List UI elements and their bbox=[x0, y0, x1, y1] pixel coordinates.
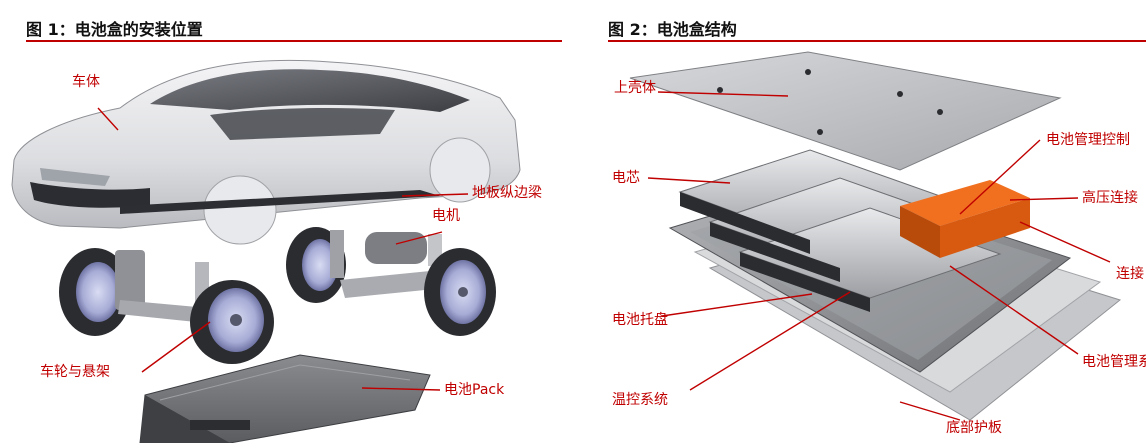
label-bottom-guard: 底部护板 bbox=[946, 420, 1002, 436]
label-bms-control: 电池管理控制 bbox=[1046, 132, 1130, 148]
front-suspension-assembly bbox=[59, 248, 274, 364]
label-battery-pack: 电池Pack bbox=[444, 382, 505, 398]
label-cell: 电芯 bbox=[612, 170, 640, 186]
label-connector: 连接 bbox=[1116, 266, 1144, 282]
rear-suspension-assembly bbox=[286, 227, 496, 336]
label-floor-rail: 地板纵边梁 bbox=[472, 185, 542, 201]
upper-shell-bolts bbox=[717, 69, 943, 135]
figure-1-title: 图 1：电池盒的安装位置 bbox=[26, 20, 203, 39]
figure-2-leaders bbox=[647, 91, 1111, 421]
upper-shell bbox=[629, 51, 1062, 171]
cell-modules bbox=[678, 149, 1002, 312]
battery-pack-illustration bbox=[139, 354, 431, 443]
car-body-shell bbox=[11, 59, 521, 245]
figure-2-panel: 图 2：电池盒结构 bbox=[600, 0, 1146, 443]
figure-1-title-rule bbox=[26, 40, 562, 42]
label-car-body: 车体 bbox=[72, 74, 100, 90]
label-upper-shell: 上壳体 bbox=[614, 80, 656, 96]
figure-1-leaders bbox=[97, 107, 469, 391]
label-motor: 电机 bbox=[432, 208, 460, 224]
bms-hv-block bbox=[900, 180, 1030, 258]
label-battery-tray: 电池托盘 bbox=[612, 312, 668, 328]
label-thermal-system: 温控系统 bbox=[612, 392, 668, 408]
figure-2-title-rule bbox=[608, 40, 1146, 42]
figure-1-panel: 图 1：电池盒的安装位置 bbox=[11, 20, 562, 443]
label-hv-connector: 高压连接 bbox=[1082, 190, 1138, 206]
battery-box-exploded-illustration bbox=[629, 51, 1122, 421]
figure-2-title: 图 2：电池盒结构 bbox=[608, 20, 737, 39]
vehicle-exploded-illustration bbox=[11, 59, 521, 443]
label-bms-system: 电池管理系 bbox=[1082, 354, 1146, 370]
label-wheel-suspension: 车轮与悬架 bbox=[40, 364, 110, 380]
